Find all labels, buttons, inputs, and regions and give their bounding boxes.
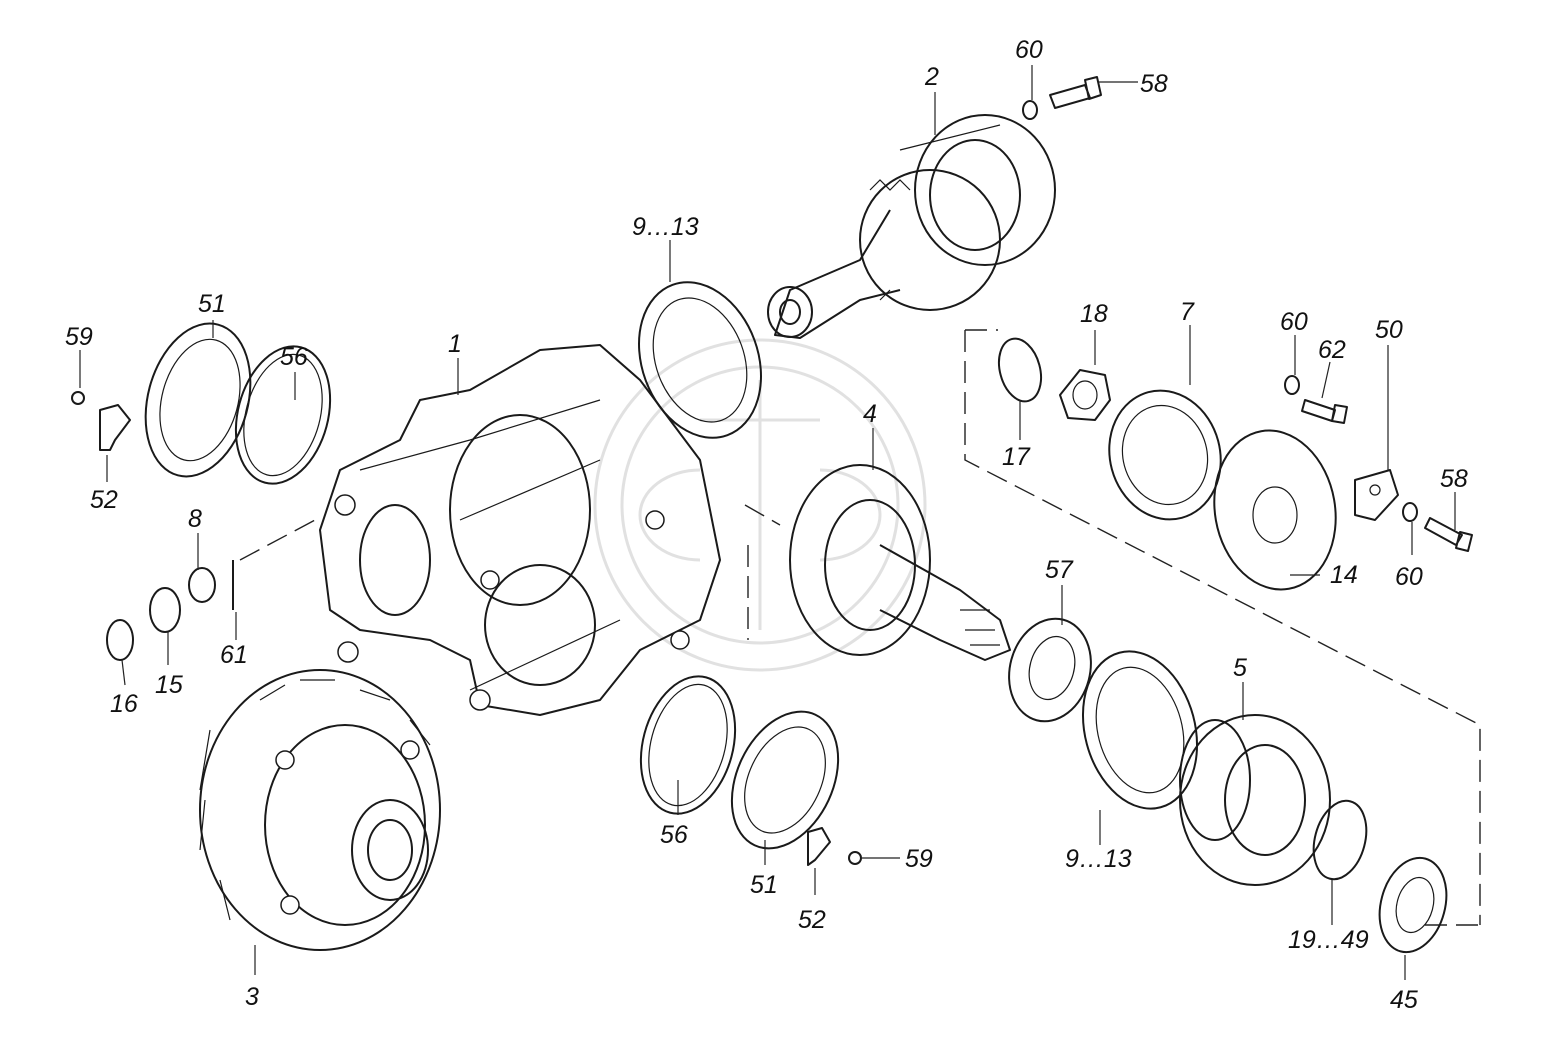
assembly-dashed-lines <box>239 329 1481 926</box>
bolt-upper-part-58 <box>1049 76 1102 109</box>
gasket-lower-part-9-13 <box>1081 650 1199 810</box>
callout-61: 61 <box>220 641 248 669</box>
gear-pinion-part-4 <box>789 464 1011 661</box>
gasket-part-7 <box>1108 389 1222 521</box>
callout-18: 18 <box>1080 300 1108 328</box>
oil-seal-upper-part-51 <box>144 322 252 478</box>
callout-labels: 1 2 3 4 5 7 8 9…13 9…13 14 15 16 17 18 1… <box>65 36 1468 1014</box>
callout-14: 14 <box>1330 561 1358 589</box>
washer-upper-part-60 <box>1022 100 1038 120</box>
callout-9-13-upper: 9…13 <box>632 213 699 241</box>
cover-part-14 <box>1213 429 1337 591</box>
ring-part-19-49 <box>1312 799 1368 881</box>
washer-middle-part-60 <box>1284 375 1300 395</box>
callout-58-lower: 58 <box>1440 465 1468 493</box>
callout-8: 8 <box>188 505 202 533</box>
bracket-part-50 <box>1354 469 1399 521</box>
callout-16: 16 <box>110 690 138 718</box>
snap-ring-part-16 <box>106 619 134 661</box>
leader-lines <box>79 65 1456 980</box>
lock-plate-part-15 <box>149 587 181 633</box>
bolt-upper-part-59 <box>71 391 85 405</box>
lock-washer-part-17 <box>997 337 1043 403</box>
ring-gear-part-3 <box>199 669 441 951</box>
bolt-part-62 <box>1301 399 1348 424</box>
callout-15: 15 <box>155 671 183 699</box>
ring-lower-part-56 <box>639 675 737 815</box>
bearing-part-45 <box>1378 856 1448 954</box>
callout-50: 50 <box>1375 316 1403 344</box>
callout-60-upper: 60 <box>1015 36 1043 64</box>
callout-4: 4 <box>863 400 877 428</box>
callout-56-upper: 56 <box>280 343 308 371</box>
callout-59-upper: 59 <box>65 323 93 351</box>
callout-5: 5 <box>1233 654 1247 682</box>
callout-9-13-lower: 9…13 <box>1065 845 1132 873</box>
tapered-bearing-part-57 <box>1008 617 1092 723</box>
lock-plate-lower-part-52 <box>807 827 831 866</box>
callout-51-upper: 51 <box>198 290 226 318</box>
callout-2: 2 <box>924 63 939 91</box>
callout-52-lower: 52 <box>798 906 826 934</box>
callout-3: 3 <box>245 983 259 1011</box>
washer-lower-part-60 <box>1402 502 1418 522</box>
oil-seal-lower-part-51 <box>730 710 840 850</box>
gasket-upper-part-9-13 <box>638 281 762 439</box>
bearing-housing-part-5 <box>1179 714 1331 886</box>
callout-17: 17 <box>1002 443 1031 471</box>
callout-62: 62 <box>1318 336 1346 364</box>
callout-60-lower: 60 <box>1395 563 1423 591</box>
callout-51-lower: 51 <box>750 871 778 899</box>
callout-57: 57 <box>1045 556 1074 584</box>
lock-plate-upper-part-52 <box>99 404 131 451</box>
callout-1: 1 <box>448 330 462 358</box>
bolt-lower-part-58 <box>1424 517 1473 552</box>
drive-pinion-assembly-part-2 <box>767 114 1056 339</box>
callout-56-lower: 56 <box>660 821 688 849</box>
ring-upper-part-56 <box>234 345 332 485</box>
washer-part-8 <box>188 567 216 603</box>
callout-45: 45 <box>1390 986 1418 1014</box>
callout-52-upper: 52 <box>90 486 118 514</box>
callout-58-upper: 58 <box>1140 70 1168 98</box>
callout-60-middle: 60 <box>1280 308 1308 336</box>
callout-7: 7 <box>1180 298 1195 326</box>
bolt-lower-part-59 <box>848 851 862 865</box>
carrier-housing-part-1 <box>319 344 721 716</box>
callout-59-lower: 59 <box>905 845 933 873</box>
callout-19-49: 19…49 <box>1288 926 1369 954</box>
nut-part-18 <box>1059 369 1111 421</box>
